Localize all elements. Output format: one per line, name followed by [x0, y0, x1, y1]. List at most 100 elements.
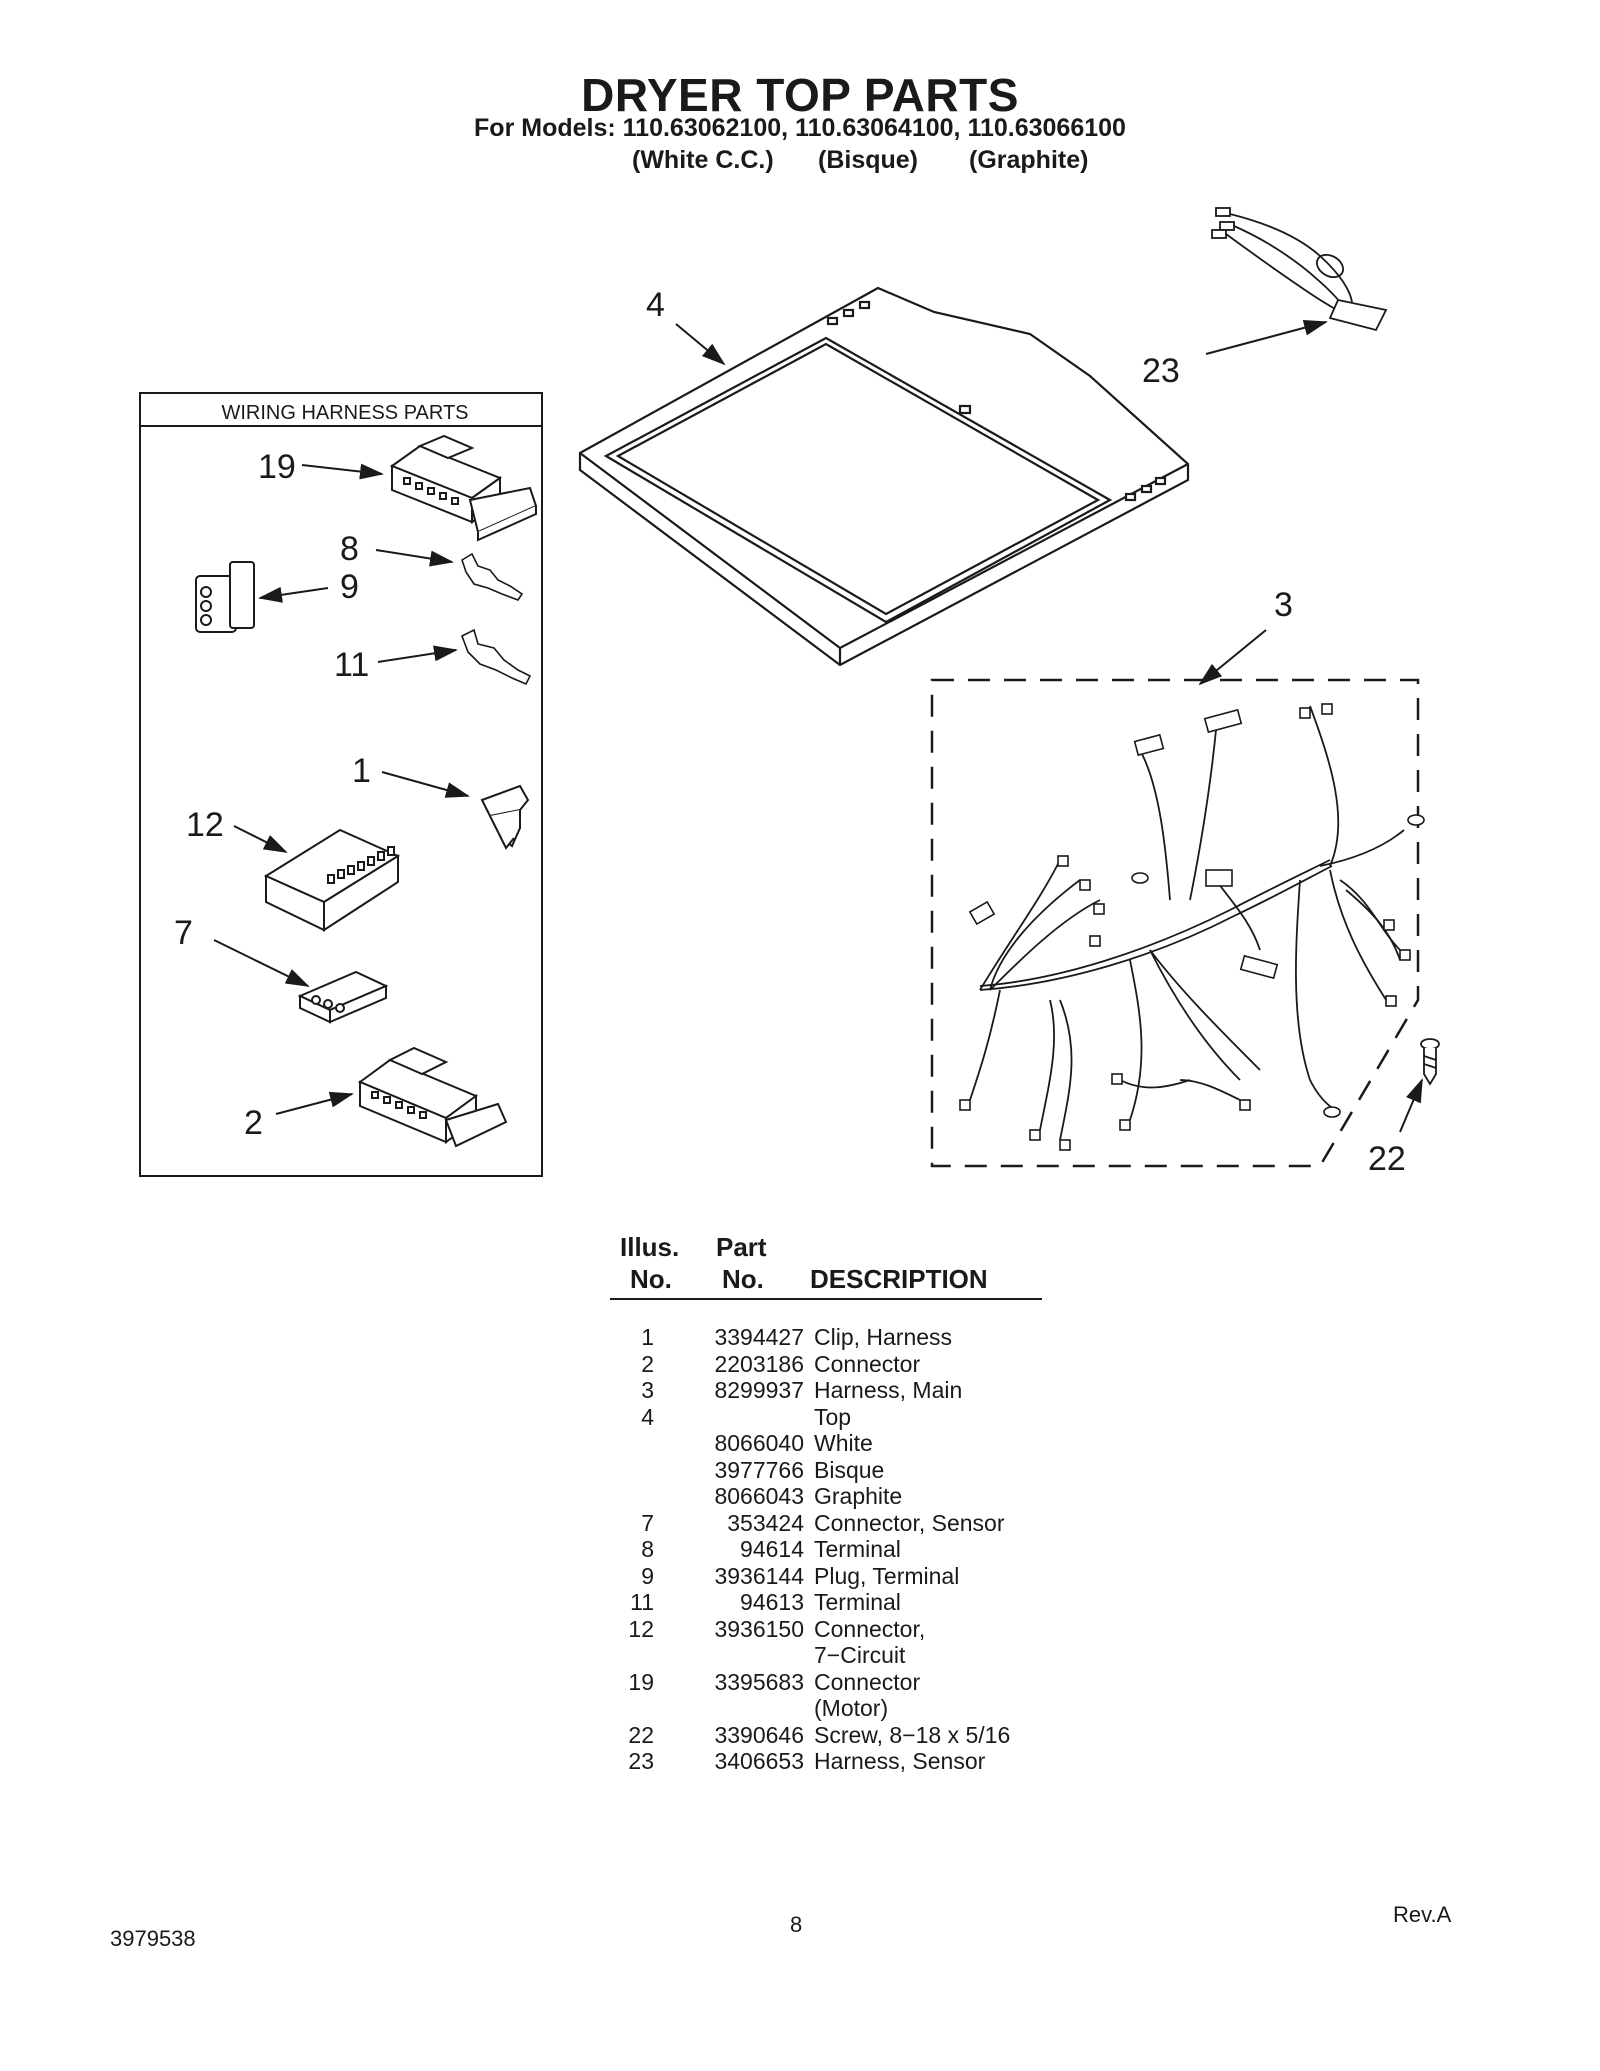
- callout-1: 1: [352, 752, 371, 790]
- illus-no-cell: 4: [641, 1403, 654, 1430]
- part-no-cell: 3936150: [714, 1615, 804, 1642]
- callout-11: 11: [334, 646, 369, 684]
- part-no-cell: 8066040: [714, 1430, 804, 1456]
- arrow-2: [275, 1091, 354, 1115]
- part-4-top-panel-drawing: [578, 286, 1190, 667]
- header-illus-top: Illus.: [620, 1232, 680, 1262]
- part-no-cell: 3390646: [714, 1721, 804, 1748]
- arrow-19: [301, 463, 384, 480]
- table-row: 8066040 White: [610, 1430, 1070, 1457]
- table-row: 4 Top: [610, 1404, 1070, 1431]
- callout-22: 22: [1368, 1140, 1406, 1178]
- arrow-11: [377, 645, 458, 663]
- part-7-connector-sensor-drawing: [297, 970, 389, 1024]
- arrow-3: [1198, 629, 1267, 686]
- part-no-cell: 3936144: [714, 1562, 804, 1589]
- part-19-connector-motor-drawing: [389, 434, 538, 542]
- description-cell: (Motor): [814, 1695, 889, 1721]
- description-cell: Screw, 8−18 x 5/16: [814, 1721, 1011, 1748]
- table-row: 9 3936144 Plug, Terminal: [610, 1563, 1070, 1590]
- arrow-12: [233, 825, 288, 853]
- illus-no-cell: 8: [641, 1536, 654, 1562]
- part-no-cell: 3394427: [714, 1324, 804, 1350]
- description-cell: Plug, Terminal: [814, 1562, 960, 1589]
- part-no-cell: 3406653: [714, 1748, 804, 1774]
- description-cell: Connector: [814, 1668, 921, 1695]
- part-23-harness-sensor-drawing: [1211, 207, 1388, 332]
- header-part-bottom: No.: [722, 1264, 764, 1294]
- header-description: DESCRIPTION: [810, 1264, 988, 1294]
- color-white: (White C.C.): [632, 146, 774, 174]
- color-graphite: (Graphite): [969, 146, 1089, 174]
- color-bisque: (Bisque): [818, 146, 918, 174]
- part-8-terminal-drawing: [461, 552, 524, 601]
- part-11-terminal-drawing: [460, 628, 532, 686]
- illus-no-cell: 22: [628, 1721, 654, 1748]
- illus-no-cell: 1: [641, 1324, 654, 1350]
- wiring-box-title: WIRING HARNESS PARTS: [221, 402, 468, 424]
- part-no-cell: 8299937: [714, 1377, 804, 1403]
- table-row: 2 2203186 Connector: [610, 1351, 1070, 1378]
- table-row: 1 3394427 Clip, Harness: [610, 1324, 1070, 1351]
- table-row: 3977766 Bisque: [610, 1457, 1070, 1484]
- description-cell: Connector,: [814, 1615, 926, 1642]
- callout-9: 9: [340, 568, 359, 606]
- part-9-plug-terminal-drawing: [195, 561, 255, 633]
- callout-8: 8: [340, 530, 359, 568]
- callout-12: 12: [186, 806, 224, 844]
- arrow-7: [213, 939, 310, 987]
- arrow-1: [381, 771, 470, 798]
- table-row: (Motor): [610, 1695, 1070, 1722]
- table-row: 3 8299937 Harness, Main: [610, 1377, 1070, 1404]
- description-cell: Bisque: [814, 1456, 885, 1483]
- part-2-connector-drawing: [357, 1046, 508, 1148]
- description-cell: Clip, Harness: [814, 1324, 953, 1350]
- description-cell: Terminal: [814, 1536, 901, 1562]
- part-no-cell: 3395683: [714, 1668, 804, 1695]
- parts-diagram: WIRING HARNESS PARTS 19 8 9 11 1: [139, 207, 1440, 1178]
- callout-23: 23: [1142, 352, 1180, 390]
- description-cell: Harness, Main: [814, 1377, 963, 1403]
- part-no-cell: 94613: [740, 1589, 804, 1615]
- part-no-cell: 8066043: [714, 1483, 804, 1509]
- description-cell: Connector: [814, 1350, 921, 1377]
- description-cell: 7−Circuit: [814, 1642, 906, 1668]
- description-cell: Harness, Sensor: [814, 1748, 986, 1774]
- description-cell: Top: [814, 1403, 852, 1430]
- illus-no-cell: 7: [641, 1509, 654, 1536]
- callout-4: 4: [646, 286, 665, 324]
- page-title: DRYER TOP PARTS: [581, 69, 1019, 121]
- arrow-9: [258, 586, 329, 603]
- arrow-8: [375, 549, 454, 567]
- part-1-clip-harness-drawing: [480, 784, 530, 850]
- wiring-harness-box: WIRING HARNESS PARTS: [139, 392, 543, 1177]
- callout-7: 7: [174, 914, 193, 952]
- part-no-cell: 2203186: [714, 1350, 804, 1377]
- part-no-cell: 3977766: [714, 1456, 804, 1483]
- part-no-cell: 94614: [740, 1536, 804, 1562]
- table-row: 22 3390646 Screw, 8−18 x 5/16: [610, 1722, 1070, 1749]
- table-row: 8 94614 Terminal: [610, 1536, 1070, 1563]
- description-cell: Connector, Sensor: [814, 1509, 1005, 1536]
- page-number: 8: [790, 1912, 803, 1937]
- table-row: 7−Circuit: [610, 1642, 1070, 1669]
- description-cell: Terminal: [814, 1589, 901, 1615]
- part-3-harness-main-drawing: [930, 678, 1425, 1168]
- part-no-cell: 353424: [727, 1509, 804, 1536]
- illus-no-cell: 3: [641, 1377, 654, 1403]
- table-row: 7 353424 Connector, Sensor: [610, 1510, 1070, 1537]
- illus-no-cell: 2: [641, 1350, 654, 1377]
- illus-no-cell: 19: [628, 1668, 654, 1695]
- header-rule: [610, 1298, 1042, 1300]
- callout-3: 3: [1274, 586, 1293, 624]
- arrow-22: [1399, 1078, 1423, 1133]
- models-line: For Models: 110.63062100, 110.63064100, …: [474, 114, 1126, 142]
- part-22-screw-drawing: [1420, 1038, 1440, 1086]
- callout-19: 19: [258, 448, 296, 486]
- description-cell: White: [814, 1430, 873, 1456]
- illus-no-cell: 9: [641, 1562, 654, 1589]
